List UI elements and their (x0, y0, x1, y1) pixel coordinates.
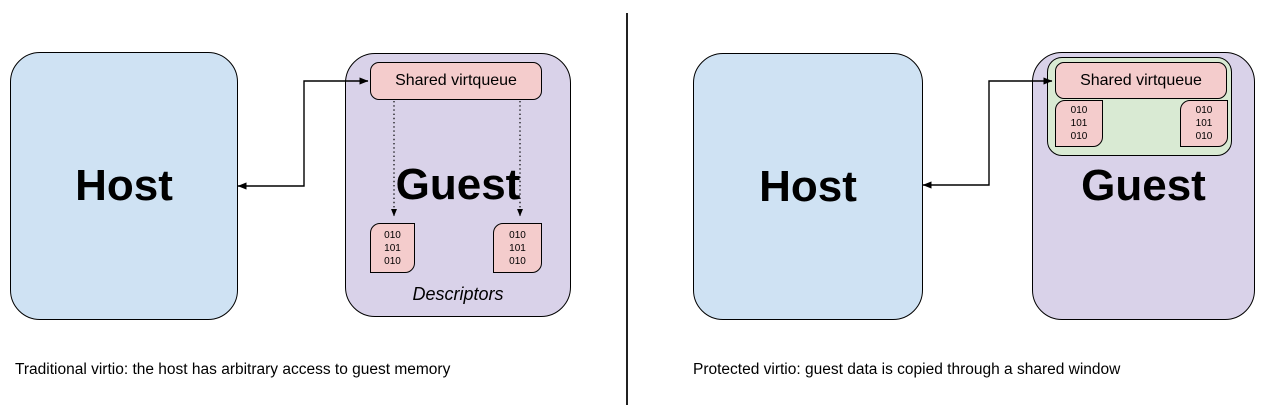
protected-data-box-right: 010 101 010 (1180, 100, 1228, 147)
bit-line: 010 (509, 255, 526, 267)
traditional-host-box (10, 52, 238, 320)
bit-line: 010 (1070, 105, 1088, 116)
bit-line: 010 (1070, 131, 1088, 142)
protected-host-box (693, 53, 923, 320)
bit-line: 101 (1070, 118, 1088, 129)
bit-line: 010 (1195, 105, 1213, 116)
protected-shared-virtqueue-box: Shared virtqueue (1055, 62, 1227, 99)
bit-line: 010 (1195, 131, 1213, 142)
panel-divider-line (626, 13, 628, 405)
bit-line: 101 (384, 242, 401, 254)
protected-data-box-left: 010 101 010 (1055, 100, 1103, 147)
protected-caption: Protected virtio: guest data is copied t… (693, 361, 1121, 378)
traditional-descriptor-box-left: 010 101 010 (370, 223, 415, 273)
traditional-descriptor-box-right: 010 101 010 (493, 223, 542, 273)
bit-line: 101 (1195, 118, 1213, 129)
shared-virtqueue-label: Shared virtqueue (395, 72, 517, 89)
bit-line: 101 (509, 242, 526, 254)
traditional-shared-virtqueue-box: Shared virtqueue (370, 62, 542, 100)
shared-virtqueue-label: Shared virtqueue (1080, 71, 1202, 89)
bit-line: 010 (509, 229, 526, 241)
bit-line: 010 (384, 255, 401, 267)
traditional-caption: Traditional virtio: the host has arbitra… (15, 361, 451, 378)
bit-line: 010 (384, 229, 401, 241)
